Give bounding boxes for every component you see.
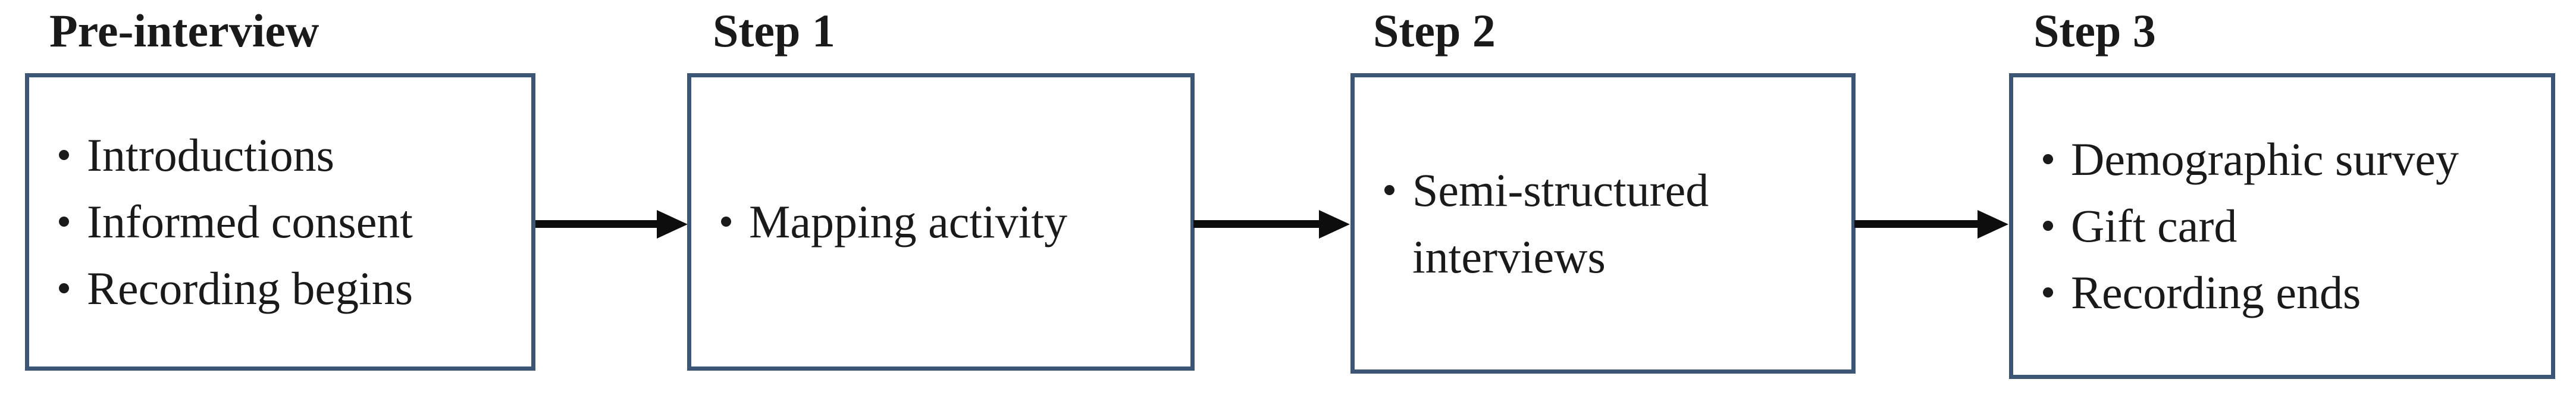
bullet-label: Mapping activity	[749, 196, 1068, 248]
arrow-shaft	[535, 220, 658, 228]
bullet-icon	[721, 217, 731, 227]
arrow-shaft	[1854, 220, 1979, 228]
list-item: Recording ends	[2043, 259, 2361, 326]
arrow-right-icon	[1978, 210, 2008, 239]
stage-box-step-1: Mapping activity	[687, 73, 1195, 371]
stage-title-step-2: Step 2	[1373, 5, 1496, 57]
bullet-icon	[59, 150, 69, 160]
stage-title-step-1: Step 1	[713, 5, 835, 57]
bullet-label: Informed consent	[87, 196, 413, 248]
list-item: Introductions	[59, 122, 334, 189]
bullet-label: Recording ends	[2071, 267, 2361, 318]
stage-title-step-3: Step 3	[2033, 5, 2156, 57]
list-item: Semi-structured interviews	[1384, 157, 1844, 290]
bullet-icon	[1384, 184, 1394, 195]
bullet-icon	[59, 217, 69, 227]
stage-box-pre-interview: Introductions Informed consent Recording…	[25, 73, 535, 371]
list-item: Demographic survey	[2043, 126, 2459, 193]
arrow-right-icon	[1319, 210, 1350, 239]
bullet-icon	[2043, 154, 2053, 164]
bullet-label: Semi-structured interviews	[1412, 164, 1709, 283]
stage-box-step-2: Semi-structured interviews	[1350, 73, 1856, 374]
list-item: Recording begins	[59, 255, 413, 322]
arrow-shaft	[1193, 220, 1320, 228]
bullet-icon	[2043, 287, 2053, 297]
stage-box-step-3: Demographic survey Gift card Recording e…	[2009, 73, 2555, 379]
list-item: Mapping activity	[721, 189, 1067, 255]
bullet-icon	[59, 283, 69, 293]
bullet-label: Recording begins	[87, 262, 413, 314]
list-item: Informed consent	[59, 189, 413, 255]
bullet-icon	[2043, 221, 2053, 231]
bullet-label: Introductions	[87, 129, 334, 181]
list-item: Gift card	[2043, 193, 2237, 259]
bullet-label: Gift card	[2071, 200, 2237, 252]
arrow-right-icon	[657, 210, 688, 239]
stage-title-pre-interview: Pre-interview	[49, 5, 319, 57]
bullet-label: Demographic survey	[2071, 133, 2459, 185]
